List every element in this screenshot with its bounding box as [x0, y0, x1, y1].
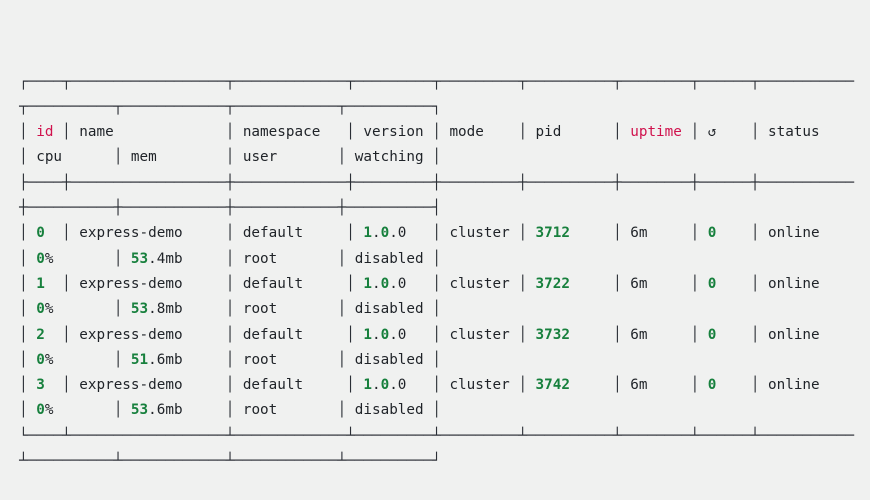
pm2-process-table: ┌────┬──────────────────┬─────────────┬─… [19, 70, 870, 475]
terminal-line: │ 0% │ 53.4mb │ root │ disabled │ [19, 250, 441, 267]
terminal-line: │ 2 │ express-demo │ default │ 1.0.0 │ c… [19, 326, 820, 343]
terminal-line: ┬──────────┬────────────┬────────────┬──… [19, 98, 441, 115]
terminal-line: │ id │ name │ namespace │ version │ mode… [19, 124, 820, 141]
terminal-line: │ 1 │ express-demo │ default │ 1.0.0 │ c… [19, 275, 820, 292]
terminal-line: └────┴──────────────────┴─────────────┴─… [19, 427, 854, 444]
terminal-line: │ 0 │ express-demo │ default │ 1.0.0 │ c… [19, 225, 820, 242]
terminal-line: ┼──────────┼────────────┼────────────┼──… [19, 200, 441, 217]
terminal-line: │ cpu │ mem │ user │ watching │ [19, 149, 441, 166]
terminal-line: │ 3 │ express-demo │ default │ 1.0.0 │ c… [19, 377, 820, 394]
terminal-line: │ 0% │ 53.8mb │ root │ disabled │ [19, 301, 441, 318]
terminal-line: │ 0% │ 53.6mb │ root │ disabled │ [19, 402, 441, 419]
terminal-line: │ 0% │ 51.6mb │ root │ disabled │ [19, 351, 441, 368]
terminal-line: ┴──────────┴────────────┴────────────┴──… [19, 453, 441, 470]
terminal-line: ┌────┬──────────────────┬─────────────┬─… [19, 73, 854, 90]
terminal-line: ├────┼──────────────────┼─────────────┼─… [19, 174, 854, 191]
